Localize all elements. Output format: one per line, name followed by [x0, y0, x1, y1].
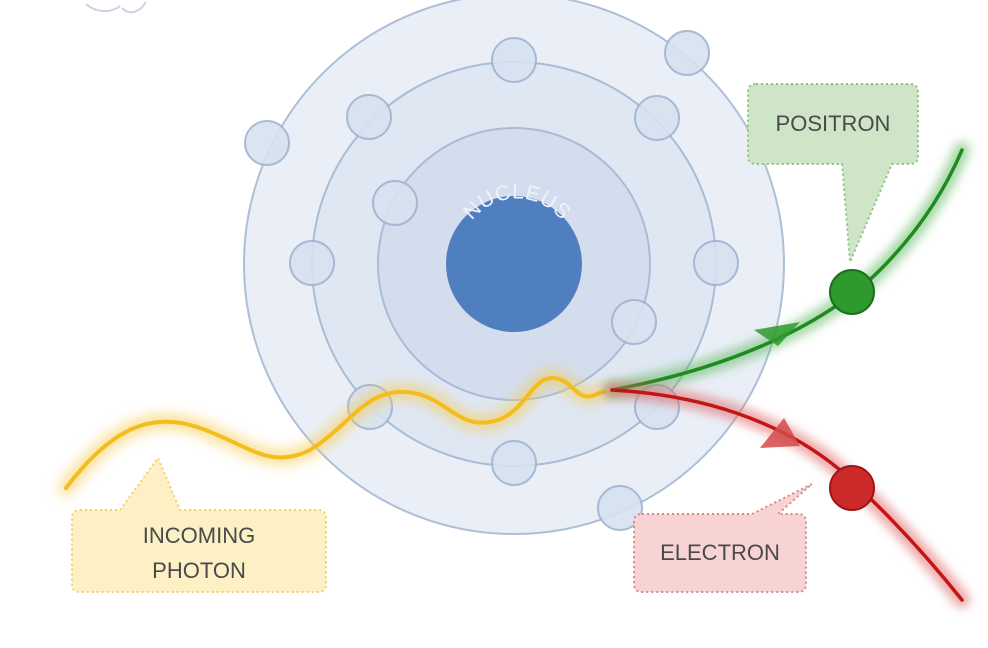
- electron-particle: [829, 465, 875, 511]
- orbital-electron: [693, 240, 739, 286]
- photon-label-line2: PHOTON: [152, 558, 246, 583]
- atom: NUCLEUS: [243, 0, 785, 535]
- orbital-electron: [597, 485, 643, 531]
- positron-callout: POSITRON: [747, 83, 919, 263]
- orbital-electron: [664, 30, 710, 76]
- photon-wave: [64, 375, 606, 490]
- positron-particle: [829, 269, 875, 315]
- orbital-electron: [244, 120, 290, 166]
- photon-callout-box: [71, 455, 327, 593]
- electron-label: ELECTRON: [660, 540, 780, 565]
- incoming-photon: [58, 369, 612, 496]
- electron-arrow: [760, 418, 800, 448]
- orbital-electron: [491, 37, 537, 83]
- nucleus: [446, 196, 582, 332]
- electron-track: [604, 382, 970, 608]
- orbital-electrons: [244, 30, 739, 531]
- positron-label: POSITRON: [776, 111, 891, 136]
- photon-label-line1: INCOMING: [143, 523, 255, 548]
- orbital-electron: [634, 95, 680, 141]
- orbital-electron: [346, 94, 392, 140]
- orbital-electron: [491, 440, 537, 486]
- electron-callout: ELECTRON: [633, 483, 813, 593]
- positron-arrow: [754, 322, 800, 346]
- positron-track: [604, 142, 970, 398]
- orbital-electron: [372, 180, 418, 226]
- positron-callout-box: [747, 83, 919, 263]
- orbital-electron: [289, 240, 335, 286]
- decorative-sketch: [85, 1, 147, 14]
- photon-callout: INCOMING PHOTON: [71, 455, 327, 593]
- orbital-electron: [611, 299, 657, 345]
- electron-callout-box: [633, 483, 813, 593]
